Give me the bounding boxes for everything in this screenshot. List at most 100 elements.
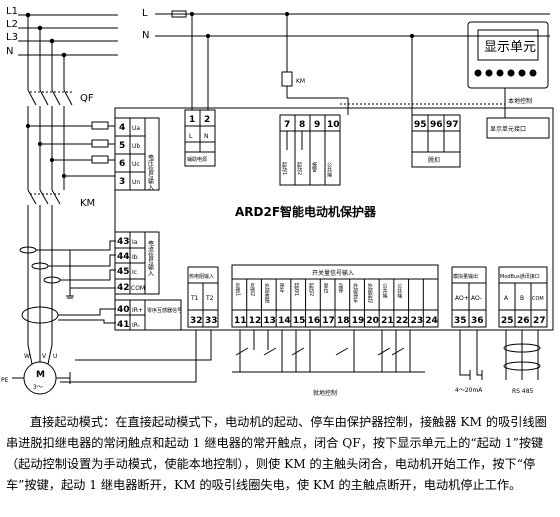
control-bus: L N KM [142, 8, 550, 115]
terminal-10: 10 [327, 120, 340, 130]
switch-label-10: 公共端 [382, 283, 388, 299]
terminal-36: 36 [471, 316, 484, 326]
km-coil-label: KM [296, 78, 305, 85]
terminal-15: 15 [293, 316, 306, 326]
terminal-5: 5 [119, 141, 125, 151]
relay-common-label: 公共端 [326, 162, 332, 178]
terminal-11: 11 [234, 316, 247, 326]
uc-label: Uc [132, 161, 140, 168]
terminal-14: 14 [278, 316, 291, 326]
terminal-25: 25 [501, 316, 514, 326]
relay-alarm-label: 报警 [311, 161, 317, 173]
relay-trip-block: 95 96 97 脱扣 [411, 114, 461, 168]
bus-n-label: N [6, 46, 13, 57]
switch-label-9: 外部起动 [367, 282, 373, 304]
ua-label: Ua [132, 125, 140, 132]
terminal-18: 18 [337, 316, 350, 326]
com-label: COM [131, 285, 145, 292]
t2-label: T2 [205, 295, 214, 302]
terminal-41: 41 [117, 320, 130, 330]
terminal-13: 13 [263, 316, 276, 326]
motor-sub: 3～ [33, 384, 43, 391]
terminal-24: 24 [425, 316, 438, 326]
km-main-contactor: KM [27, 189, 95, 345]
bus-l2-label: L2 [6, 19, 18, 30]
voltage-taps [25, 121, 115, 179]
current-input-block: 43 44 45 42 Ia Ib Ic COM 电流信号输入 [114, 231, 160, 295]
terminal-20: 20 [366, 316, 379, 326]
terminal-96: 96 [430, 120, 443, 130]
display-title: 显示单元 [484, 40, 536, 55]
terminal-95: 95 [414, 120, 427, 130]
ao-minus-label: AO- [471, 295, 482, 302]
switch-label-5: 起动2 [308, 283, 314, 296]
ia-label: Ia [132, 239, 138, 246]
rs485-label: RS 485 [512, 388, 534, 395]
modbus-title: ModBus通讯接口 [500, 273, 540, 280]
terminal-35: 35 [454, 316, 467, 326]
ir-plus-label: IR+ [132, 307, 143, 314]
thermal-title: 热电阻输入 [189, 273, 214, 280]
terminal-2: 2 [204, 115, 210, 125]
leakage-label: 零序互感器信号 [147, 307, 182, 314]
terminal-42: 42 [117, 283, 130, 293]
terminal-32: 32 [190, 316, 203, 326]
current-label: 电流信号输入 [147, 239, 154, 276]
terminal-26: 26 [517, 316, 530, 326]
aux-n-label: N [204, 133, 209, 140]
terminal-7: 7 [284, 120, 290, 130]
terminal-8: 8 [299, 120, 305, 130]
terminal-23: 23 [411, 316, 424, 326]
display-port-label: 显示单元接口 [490, 125, 526, 133]
voltage-input-block: 4 5 6 3 Ua Ub Uc Un 电压信号输入 [114, 117, 160, 191]
terminal-17: 17 [322, 316, 335, 326]
terminal-21: 21 [381, 316, 394, 326]
display-buttons [474, 69, 537, 77]
wiring-diagram: L1 L2 L3 N QF [1, 6, 554, 397]
ctrl-bus-l: L [142, 8, 148, 19]
switch-label-0: 反馈1 [234, 282, 240, 296]
ao-plus-label: AO+ [455, 295, 469, 302]
relay-start1-label: 起动1 [281, 162, 287, 175]
aux-label: 辅助电源 [187, 156, 207, 163]
terminal-1: 1 [189, 115, 195, 125]
un-label: Un [132, 179, 140, 186]
analog-title: 模拟量输出 [453, 273, 478, 280]
terminal-27: 27 [533, 316, 546, 326]
ic-label: Ic [132, 269, 137, 276]
field-wiring: 就地控制 4～20mA RS 485 [60, 330, 541, 397]
aux-power-block: 1 2 L N 辅助电源 [184, 109, 216, 167]
terminal-43: 43 [117, 237, 130, 247]
km-main-label: KM [80, 198, 95, 209]
terminal-44: 44 [117, 252, 130, 262]
switch-label-8: 外部停车 [352, 282, 358, 304]
trip-label: 脱扣 [428, 156, 440, 164]
switch-label-4: 起动1 [293, 283, 299, 296]
terminal-12: 12 [249, 316, 262, 326]
modbus-com-label: COM [532, 296, 544, 302]
modbus-b-label: B [520, 295, 524, 302]
ir-minus-label: IR- [132, 322, 140, 329]
thermal-block: 热电阻输入 T1 T2 32 33 [187, 266, 219, 328]
terminal-19: 19 [352, 316, 365, 326]
protector-body: ARD2F智能电动机保护器 [114, 107, 554, 331]
motor-u: U [53, 353, 57, 360]
switch-label-7: 急停 [337, 282, 343, 294]
leakage-block: 40 41 IR+ IR- 零序互感器信号 [114, 299, 182, 331]
display-unit: 显示单元 本地控制 [340, 21, 549, 118]
ub-label: Ub [132, 143, 140, 150]
terminal-33: 33 [205, 316, 218, 326]
device-title: ARD2F智能电动机保护器 [235, 204, 377, 219]
analog-out-block: 模拟量输出 AO+ AO- 35 36 [451, 266, 487, 328]
local-ctrl-label: 本地控制 [508, 97, 532, 105]
motor-pe: PE [1, 377, 9, 384]
voltage-label: 电压信号输入 [147, 153, 154, 190]
aux-l-label: L [189, 133, 193, 140]
terminal-97: 97 [446, 120, 459, 130]
switch-label-6: 复位 [323, 282, 329, 293]
switch-label-2: 外部故障 [264, 282, 270, 304]
motor-v: V [42, 353, 47, 360]
terminal-40: 40 [117, 305, 130, 315]
motor-label: M [36, 370, 45, 380]
switch-input-block: 开关量信号输入 11反馈112反馈213外部故障14停车15起动116起动217… [231, 264, 439, 328]
